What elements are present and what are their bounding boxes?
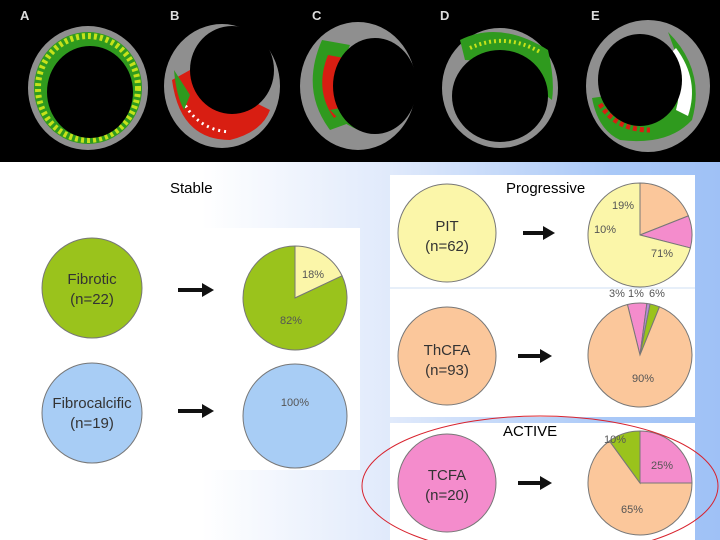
fibrotic-count: (n=22) — [70, 291, 114, 308]
active-diagram: TCFA (n=20) 65% 10% 25% — [397, 430, 693, 536]
fibrotic-circle — [41, 237, 143, 339]
ivus-panel-a — [28, 26, 148, 150]
pit-count: (n=62) — [425, 238, 469, 255]
stable-diagram: Fibrotic (n=22) 82% 18% Fibrocalcific (n=… — [41, 237, 348, 469]
pie-slice — [242, 363, 348, 469]
fibrocalcific-outcome-pie: 100% — [242, 363, 348, 469]
tcfa-name: TCFA — [428, 467, 466, 484]
panel-label-c: C — [312, 8, 322, 23]
progressive-title: Progressive — [506, 180, 586, 197]
pie-label: 18% — [302, 269, 324, 281]
thcfa-count: (n=93) — [425, 362, 469, 379]
stable-title: Stable — [170, 180, 213, 197]
thcfa-outcome-pie: 90% 3%1% 6% — [587, 288, 693, 408]
panel-label-d: D — [440, 8, 450, 23]
active-title: ACTIVE — [503, 423, 558, 440]
fibrotic-outcome-pie: 82% 18% — [242, 245, 348, 351]
arrow-icon — [178, 404, 214, 418]
arrow-icon — [518, 349, 552, 363]
arrow-icon — [518, 476, 552, 490]
tcfa-count: (n=20) — [425, 487, 469, 504]
progressive-diagram: PIT (n=62) 71% 19% 10% ThCFA (n=93) 90% 3%1… — [390, 182, 695, 408]
pie-label: 10% — [604, 434, 626, 446]
pit-name: PIT — [435, 218, 458, 235]
arrow-icon — [523, 226, 555, 240]
panel-label-b: B — [170, 8, 180, 23]
pie-slice — [587, 303, 693, 408]
ivus-image-strip: A B C D E — [0, 0, 720, 162]
pit-circle — [397, 183, 497, 283]
ivus-panel-e — [586, 20, 710, 152]
ivus-panel-d — [442, 28, 558, 148]
fibrocalcific-count: (n=19) — [70, 415, 114, 432]
pie-slice — [639, 430, 693, 484]
pie-label: 19% — [612, 200, 634, 212]
thcfa-name: ThCFA — [424, 342, 471, 359]
tcfa-outcome-pie: 65% 10% 25% — [587, 430, 693, 536]
ivus-panel-b — [164, 24, 280, 148]
panel-label-e: E — [591, 8, 600, 23]
progressive-card: PIT (n=62) 71% 19% 10% ThCFA (n=93) 90% 3%1… — [390, 175, 695, 417]
pie-label: 82% — [280, 315, 302, 327]
pie-label: 6% — [649, 288, 665, 300]
pie-label: 25% — [651, 460, 673, 472]
ivus-cross-sections — [28, 20, 710, 152]
ivus-panel-c — [300, 22, 417, 150]
fibrocalcific-name: Fibrocalcific — [52, 395, 132, 412]
thcfa-circle — [397, 306, 497, 406]
arrow-icon — [178, 283, 214, 297]
pie-label: 100% — [281, 397, 309, 409]
pie-slice — [294, 245, 343, 299]
pie-label: 65% — [621, 504, 643, 516]
pie-slice — [587, 182, 691, 288]
pie-label: 90% — [632, 373, 654, 385]
pie-label: 10% — [594, 224, 616, 236]
pie-label: 3% — [609, 288, 625, 300]
pie-label: 71% — [651, 248, 673, 260]
fibrocalcific-circle — [41, 362, 143, 464]
panel-label-a: A — [20, 8, 30, 23]
fibrotic-name: Fibrotic — [67, 271, 117, 288]
pit-outcome-pie: 71% 19% 10% — [587, 182, 693, 288]
pie-slice — [242, 245, 348, 351]
pie-label: 1% — [628, 288, 644, 300]
stable-card: Fibrotic (n=22) 82% 18% Fibrocalcific (n=… — [30, 228, 360, 470]
pie-slice — [639, 182, 689, 236]
active-card: TCFA (n=20) 65% 10% 25% — [390, 423, 695, 540]
